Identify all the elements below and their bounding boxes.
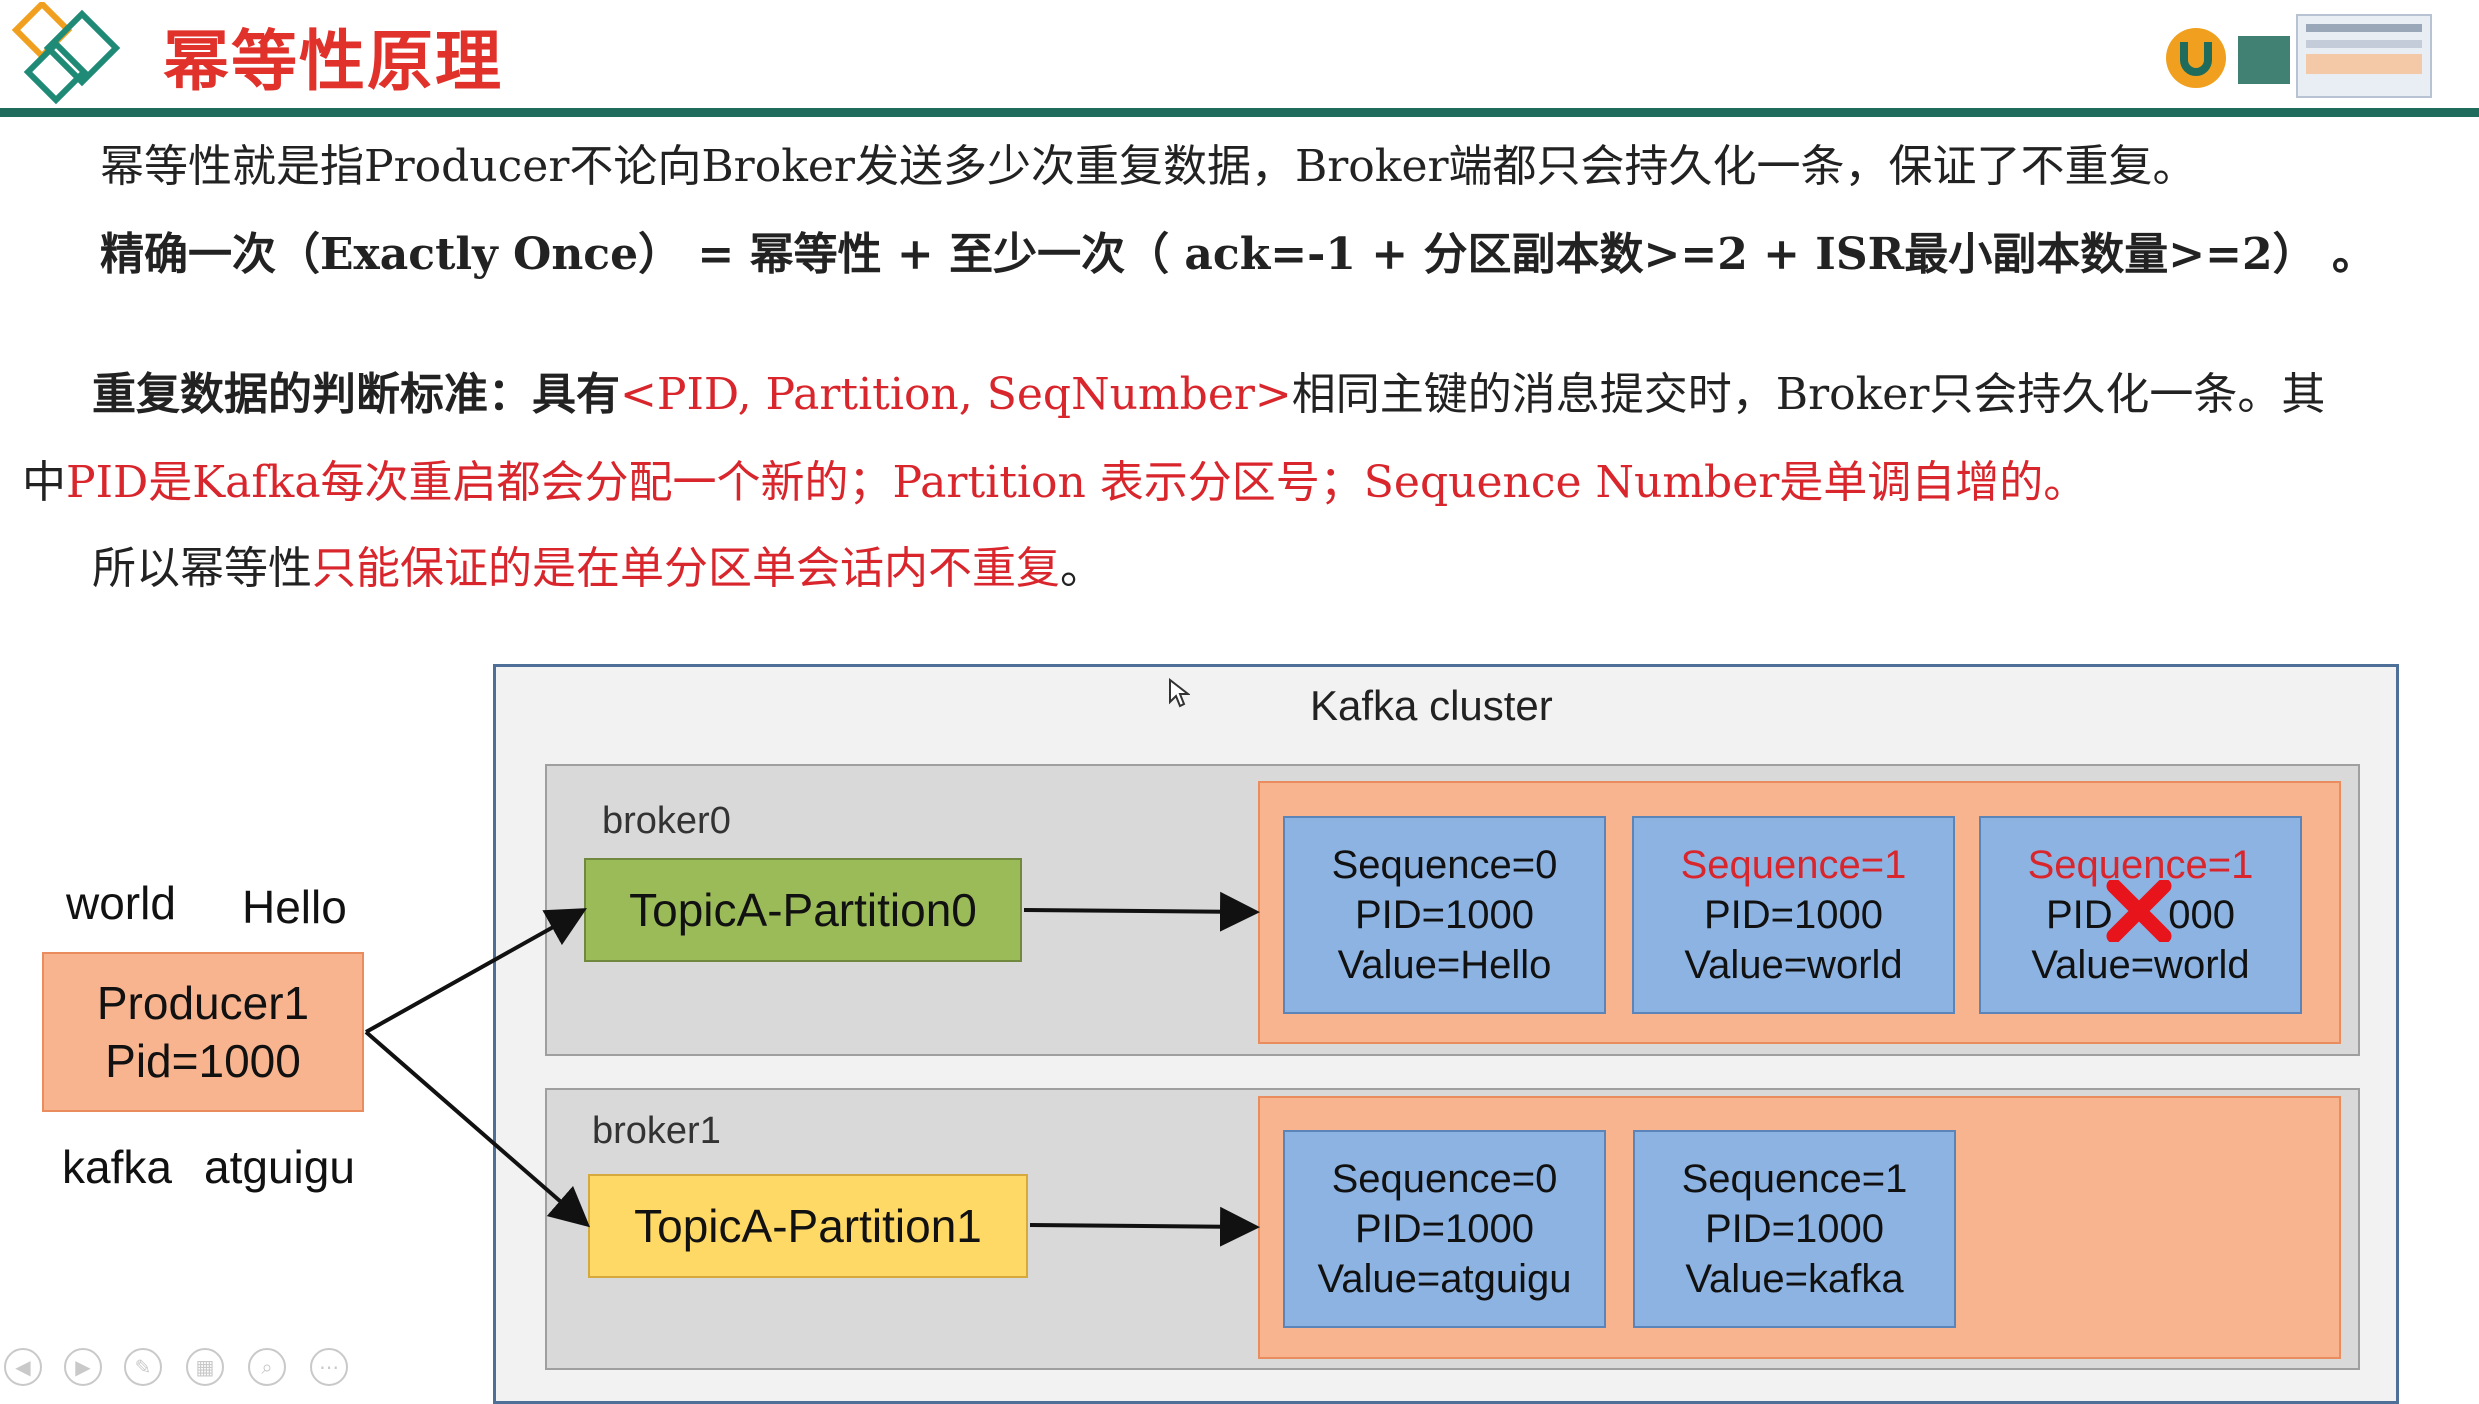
reject-cross-icon: [2106, 880, 2172, 942]
message-value: Value=world: [1684, 943, 1903, 987]
text-line-3-key: <PID, Partition, SeqNumber>: [620, 369, 1292, 420]
slide-thumbnail: [2296, 14, 2432, 98]
text-line-2: 精确一次（Exactly Once） = 幂等性 + 至少一次（ ack=-1 …: [100, 229, 2376, 280]
message-pid-right: 000: [2168, 893, 2235, 937]
page-title: 幂等性原理: [163, 23, 503, 100]
producer-name: Producer1: [96, 977, 310, 1029]
word-world: world: [66, 877, 176, 929]
kafka-cluster-label: Kafka cluster: [1310, 682, 1553, 729]
word-kafka: kafka: [62, 1141, 172, 1193]
message-value: Value=kafka: [1685, 1257, 1904, 1301]
text-line-3: 重复数据的判断标准：具有<PID, Partition, SeqNumber>相…: [92, 358, 2325, 422]
text-line-5-suffix: 。: [1060, 543, 1104, 594]
topic-partition0: TopicA-Partition0: [584, 858, 1022, 962]
text-line-3-suffix: 相同主键的消息提交时，Broker只会持久化一条。其: [1291, 369, 2326, 420]
slides-grid-icon[interactable]: ▦: [186, 1348, 224, 1386]
prev-slide-icon[interactable]: ◀: [4, 1348, 42, 1386]
pen-icon[interactable]: ✎: [124, 1348, 162, 1386]
arrow-producer-to-partition0: [365, 908, 587, 1034]
p0-message-2-duplicate: Sequence=1 PID 000 Value=world: [1979, 816, 2302, 1014]
message-sequence: Sequence=1: [1681, 1157, 1908, 1201]
text-line-5: 所以幂等性只能保证的是在单分区单会话内不重复。: [92, 532, 1104, 596]
broker1-label: broker1: [592, 1110, 721, 1152]
message-value: Value=world: [2031, 943, 2250, 987]
brand-logo-icon: [2166, 28, 2290, 88]
text-line-4-prefix: 中: [22, 457, 66, 508]
logo-diamonds-icon: [11, 2, 121, 105]
word-atguigu: atguigu: [204, 1141, 355, 1193]
message-value: Value=atguigu: [1317, 1257, 1572, 1301]
more-options-icon[interactable]: ⋯: [310, 1348, 348, 1386]
text-line-5-red: 只能保证的是在单分区单会话内不重复: [312, 543, 1060, 594]
mouse-cursor-icon: [1169, 678, 1190, 708]
message-pid: PID=1000: [1354, 893, 1535, 937]
p1-message-1: Sequence=1 PID=1000 Value=kafka: [1633, 1130, 1956, 1328]
arrow-partition1-to-log: [1029, 1206, 1260, 1247]
message-sequence: Sequence=1: [1680, 843, 1907, 887]
arrow-producer-to-partition1: [364, 1030, 591, 1228]
arrow-partition0-to-log: [1023, 891, 1260, 932]
p1-message-0: Sequence=0 PID=1000 Value=atguigu: [1283, 1130, 1606, 1328]
message-sequence: Sequence=1: [2027, 843, 2254, 887]
message-pid: PID=1000: [1354, 1207, 1535, 1251]
message-sequence: Sequence=0: [1331, 843, 1558, 887]
message-pid: PID=1000: [1704, 1207, 1885, 1251]
message-pid-left: PID: [2045, 893, 2113, 937]
p0-message-0: Sequence=0 PID=1000 Value=Hello: [1283, 816, 1606, 1014]
broker0-label: broker0: [602, 800, 731, 842]
word-hello: Hello: [242, 881, 347, 933]
header-rule: [0, 108, 2479, 117]
message-pid: PID 000: [2046, 890, 2235, 940]
text-line-1: 幂等性就是指Producer不论向Broker发送多少次重复数据，Broker端…: [100, 141, 2197, 192]
text-line-4-red: PID是Kafka每次重启都会分配一个新的；Partition 表示分区号；Se…: [66, 457, 2088, 508]
text-line-3-prefix: 重复数据的判断标准：具有: [92, 369, 620, 420]
producer-pid: Pid=1000: [105, 1035, 301, 1087]
message-pid: PID=1000: [1703, 893, 1884, 937]
text-line-4: 中PID是Kafka每次重启都会分配一个新的；Partition 表示分区号；S…: [22, 446, 2087, 510]
p0-message-1: Sequence=1 PID=1000 Value=world: [1632, 816, 1955, 1014]
message-sequence: Sequence=0: [1331, 1157, 1558, 1201]
message-value: Value=Hello: [1337, 943, 1552, 987]
topic-partition1: TopicA-Partition1: [588, 1174, 1028, 1278]
text-line-5-prefix: 所以幂等性: [92, 543, 312, 594]
producer-box: Producer1 Pid=1000: [42, 952, 364, 1112]
zoom-icon[interactable]: ⌕: [248, 1348, 286, 1386]
next-slide-icon[interactable]: ▶: [64, 1348, 102, 1386]
